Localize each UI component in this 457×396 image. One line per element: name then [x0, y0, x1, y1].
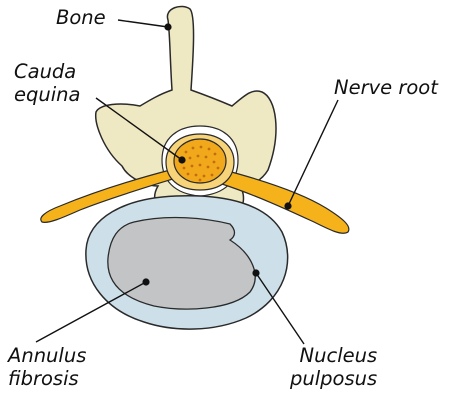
bone-leader: [118, 20, 168, 27]
label-nucleus-pulposus: Nucleus pulposus: [290, 344, 377, 390]
nucleus-dot: [252, 269, 259, 276]
label-cauda-line1: Cauda: [14, 60, 80, 83]
label-nucleus-line2: pulposus: [290, 367, 377, 390]
label-bone: Bone: [56, 6, 106, 29]
label-nerve-root: Nerve root: [334, 76, 438, 99]
label-annulus-line2: fibrosis: [8, 367, 86, 390]
nerve-root-leader: [288, 100, 338, 206]
label-cauda-equina: Cauda equina: [14, 60, 80, 106]
label-cauda-line2: equina: [14, 83, 80, 106]
annulus-dot: [142, 278, 149, 285]
nerve-root-dot: [284, 202, 291, 209]
cauda-dot: [178, 156, 185, 163]
bone-dot: [164, 23, 171, 30]
label-annulus-fibrosis: Annulus fibrosis: [8, 344, 86, 390]
label-nucleus-line1: Nucleus: [290, 344, 377, 367]
label-annulus-line1: Annulus: [8, 344, 86, 367]
nucleus-pulposus: [108, 218, 255, 310]
